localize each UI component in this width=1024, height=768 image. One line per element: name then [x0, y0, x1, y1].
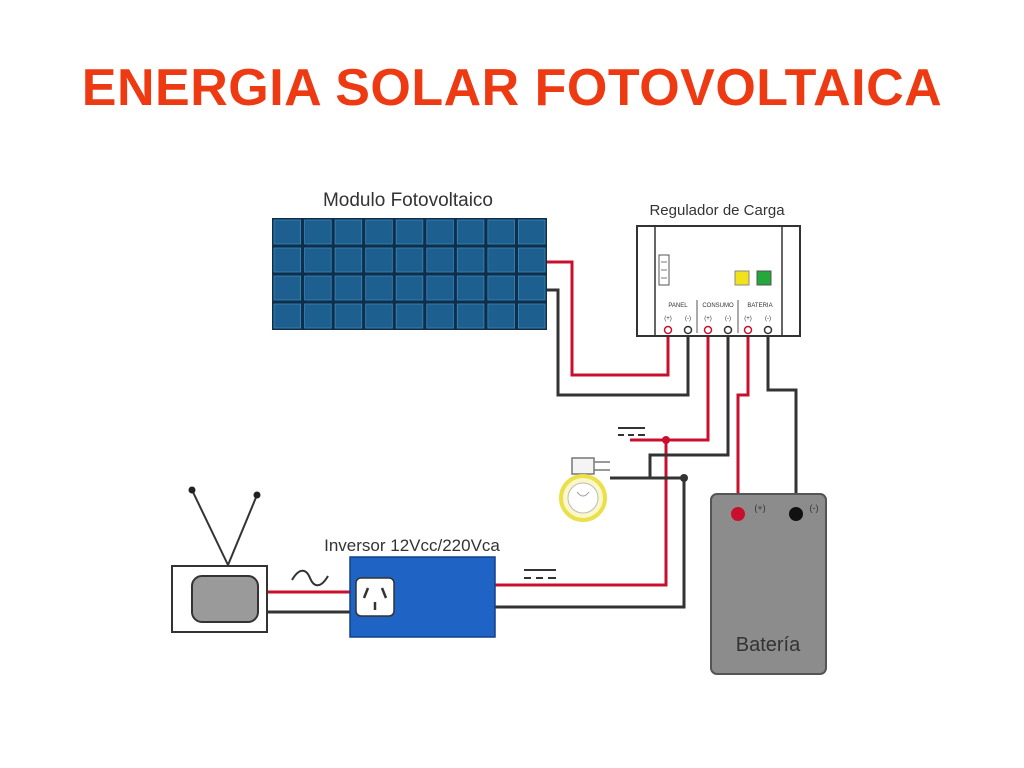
panel-cell — [273, 219, 302, 245]
wire-load-negative-lamp — [610, 336, 730, 480]
bulb-socket — [571, 457, 595, 475]
terminal-plus: (+) — [704, 316, 712, 322]
panel-cell — [304, 219, 332, 245]
charge-regulator: Regulador de Carga PANEL CONSUMO BATERIA… — [636, 202, 801, 337]
panel-cell — [426, 303, 454, 329]
terminal-plus: (+) — [744, 316, 752, 322]
wire-load-positive-inverter — [495, 440, 668, 587]
panel-cell — [456, 275, 485, 301]
bulb-filament — [576, 491, 590, 497]
battery-minus-label: (-) — [810, 503, 819, 513]
panel-cell — [273, 247, 302, 273]
terminal-screw-positive — [703, 325, 713, 335]
terminal-label-panel: PANEL — [668, 303, 688, 309]
panel-cell — [365, 247, 393, 273]
battery-label: Batería — [736, 634, 801, 656]
light-bulb — [559, 457, 610, 522]
panel-cell — [304, 247, 332, 273]
wire-load-negative-inverter — [495, 478, 686, 609]
panel-cell — [456, 303, 485, 329]
ac-wave-icon — [291, 569, 329, 587]
panel-cell — [334, 275, 363, 301]
battery: (+) (-) Batería — [710, 493, 827, 675]
inverter: Inversor 12Vcc/220Vca — [324, 536, 500, 638]
panel-cell — [518, 219, 546, 245]
panel-cell — [426, 275, 454, 301]
terminal-label-consumo: CONSUMO — [702, 303, 734, 309]
panel-cells — [273, 219, 546, 329]
indicator-led-green — [756, 270, 772, 286]
dc-symbol-icon — [524, 569, 556, 579]
panel-cell — [395, 303, 424, 329]
battery-icon — [710, 493, 827, 675]
outlet-pin — [362, 587, 370, 599]
bulb-glass — [567, 482, 599, 514]
inverter-label: Inversor 12Vcc/220Vca — [324, 536, 500, 555]
page-title: ENERGIA SOLAR FOTOVOLTAICA — [81, 59, 943, 117]
television — [171, 486, 268, 633]
terminal-screw-negative — [763, 325, 773, 335]
terminal-screw-negative — [683, 325, 693, 335]
battery-terminal-negative — [789, 507, 803, 521]
terminal-minus: (-) — [685, 316, 691, 322]
panel-cell — [273, 275, 302, 301]
solar-panel: Modulo Fotovoltaico — [272, 190, 547, 330]
tv-antenna-left — [191, 489, 229, 566]
panel-cell — [456, 247, 485, 273]
terminal-screw-positive — [663, 325, 673, 335]
panel-cell — [518, 303, 546, 329]
panel-cell — [365, 275, 393, 301]
panel-cell — [395, 247, 424, 273]
panel-cell — [334, 247, 363, 273]
junction-negative — [680, 474, 688, 482]
panel-cell — [395, 219, 424, 245]
junction-positive — [662, 436, 670, 444]
regulator-label: Regulador de Carga — [649, 202, 785, 219]
terminal-minus: (-) — [725, 316, 731, 322]
panel-cell — [304, 275, 332, 301]
terminal-label-bateria: BATERIA — [747, 303, 772, 309]
panel-cell — [456, 219, 485, 245]
panel-cell — [365, 303, 393, 329]
panel-cell — [487, 303, 515, 329]
panel-cell — [518, 247, 546, 273]
indicator-led-yellow — [734, 270, 750, 286]
panel-cell — [487, 275, 515, 301]
outlet-pin — [380, 587, 388, 599]
wires — [268, 260, 798, 614]
wire-panel-positive — [545, 260, 670, 377]
panel-cell — [365, 219, 393, 245]
panel-cell — [426, 247, 454, 273]
panel-cell — [518, 275, 546, 301]
panel-cell — [334, 219, 363, 245]
battery-plus-label: (+) — [754, 503, 765, 513]
terminal-screw-positive — [743, 325, 753, 335]
wire-panel-negative — [545, 288, 690, 397]
terminal-screw-negative — [723, 325, 733, 335]
wire-battery-positive — [736, 336, 750, 512]
terminal-minus: (-) — [765, 316, 771, 322]
terminal-plus: (+) — [664, 316, 672, 322]
antenna-tip — [188, 486, 196, 494]
panel-cell — [426, 219, 454, 245]
tv-antenna-right — [227, 494, 258, 566]
panel-cell — [334, 303, 363, 329]
outlet-socket — [355, 577, 395, 617]
panel-cell — [487, 247, 515, 273]
dc-symbol-icon — [618, 427, 645, 436]
panel-label: Modulo Fotovoltaico — [323, 190, 493, 211]
wire-load-positive-lamp — [630, 336, 710, 442]
tv-screen — [191, 575, 259, 623]
panel-cell — [304, 303, 332, 329]
panel-cell — [395, 275, 424, 301]
panel-cell — [273, 303, 302, 329]
wire-battery-negative — [766, 336, 798, 512]
antenna-tip — [253, 491, 261, 499]
panel-cell — [487, 219, 515, 245]
battery-terminal-positive — [731, 507, 745, 521]
charge-regulator-icon — [636, 225, 801, 337]
